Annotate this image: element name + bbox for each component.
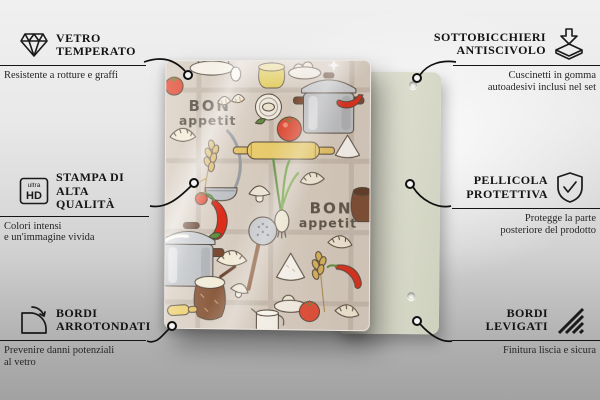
desc-line-1: Prevenire danni potenziali — [4, 345, 115, 356]
callout-rule — [0, 65, 146, 66]
callout-description: Protegge la parte posteriore del prodott… — [450, 213, 600, 236]
callout-description: Cuscinetti in gomma autoadesivi inclusi … — [450, 70, 600, 93]
polished-edge-icon — [557, 307, 585, 335]
glass-board: BON appetit — [164, 59, 372, 332]
title-line-2: QUALITÀ — [56, 197, 115, 211]
desc-line-2: e un'immagine vivida — [4, 232, 95, 243]
callout-rule — [452, 340, 600, 341]
title-line-1: SOTTOBICCHIERI — [433, 29, 546, 44]
title-line-1: BORDI — [506, 305, 548, 320]
callout-polished-edges: BORDI LEVIGATI Finitura liscia e sicura — [450, 304, 600, 357]
callout-description: Finitura liscia e sicura — [450, 345, 600, 357]
desc-line-1: Colori intensi — [4, 220, 62, 232]
title-line-1: PELLICOLA — [473, 173, 548, 187]
desc-line-1: Finitura liscia e sicura — [502, 345, 596, 356]
title-line-2: TEMPERATO — [56, 44, 136, 58]
desc-line-2: posteriore del prodotto — [500, 224, 596, 236]
callout-title: BORDI ARROTONDATI — [56, 305, 151, 334]
callout-title: SOTTOBICCHIERI ANTISCIVOLO — [433, 29, 546, 58]
mount-hole-bottom — [407, 292, 416, 301]
title-line-2: ANTISCIVOLO — [456, 43, 546, 57]
desc-line-1: Cuscinetti in gomma — [508, 70, 597, 81]
callout-antislip-coasters: SOTTOBICCHIERI ANTISCIVOLO Cuscinetti in… — [434, 27, 600, 93]
doodle-dumpling-plate — [190, 60, 235, 76]
title-line-1: STAMPA DI ALTA — [56, 170, 125, 198]
callout-title: VETRO TEMPERATO — [56, 30, 136, 59]
callout-title: PELLICOLA PROTETTIVA — [466, 173, 548, 201]
title-line-2: ARROTONDATI — [56, 319, 151, 333]
title-line-2: PROTETTIVA — [466, 186, 548, 201]
doodle-oil-jar — [258, 62, 285, 89]
callout-title: BORDI LEVIGATI — [485, 305, 548, 334]
callout-rule — [0, 215, 149, 217]
hd-label: HD — [26, 190, 42, 202]
title-line-1: VETRO — [56, 30, 101, 45]
title-line-1: BORDI — [56, 305, 98, 320]
ultra-hd-icon: ultra HD — [19, 177, 49, 205]
desc-line-2: al vetro — [4, 356, 36, 368]
title-line-2: LEVIGATI — [485, 319, 548, 333]
rounded-corner-icon — [21, 306, 47, 334]
doodle-plate-round — [255, 93, 282, 121]
callout-protective-film: PELLICOLA PROTETTIVA Protegge la parte p… — [450, 171, 600, 236]
desc-line-1: Protegge la parte — [524, 213, 596, 224]
doodle-jug — [351, 187, 371, 221]
callout-tempered-glass: VETRO TEMPERATO Resistente a rotture e g… — [0, 29, 150, 82]
doodle-tomato — [165, 77, 185, 97]
mount-hole-top — [408, 81, 418, 90]
callout-description: Resistente a rotture e graffi — [0, 70, 150, 82]
callout-description: Prevenire danni potenziali al vetro — [0, 345, 150, 368]
callout-print-quality: ultra HD STAMPA DI ALTA QUALITÀ Colori i… — [0, 170, 150, 244]
callout-description: Colori intensi e un'immagine vivida — [0, 221, 150, 244]
coaster-pad-icon — [555, 28, 583, 60]
desc-line-2: autoadesivi inclusi nel set — [487, 81, 596, 93]
diamond-icon — [20, 33, 48, 57]
callout-title: STAMPA DI ALTA QUALITÀ — [56, 170, 150, 212]
callout-rounded-edges: BORDI ARROTONDATI Prevenire danni potenz… — [0, 304, 150, 368]
doodle-tomato-small — [195, 192, 209, 206]
doodle-egg — [230, 66, 242, 82]
kitchen-pattern: BON appetit — [165, 60, 371, 331]
ultra-label: ultra — [28, 182, 41, 189]
desc-line-1: Resistente a rotture e graffi — [4, 70, 119, 81]
shield-check-icon — [557, 172, 583, 203]
callout-rule — [0, 340, 146, 341]
callout-rule — [453, 65, 600, 66]
print-word-appetit: appetit — [179, 113, 237, 128]
print-word-appetit-2: appetit — [299, 215, 357, 231]
callout-rule — [452, 208, 600, 209]
